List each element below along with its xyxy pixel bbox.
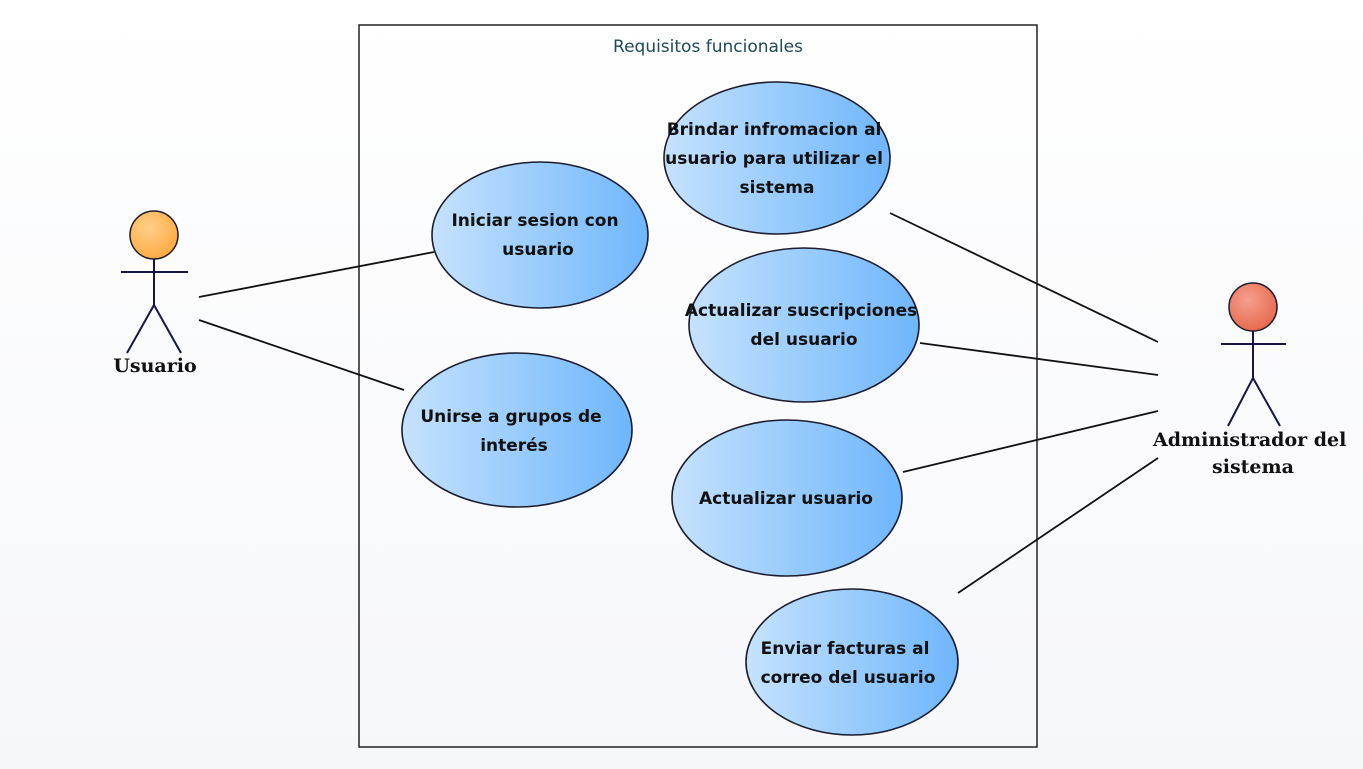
use-case-ellipse xyxy=(401,352,633,508)
system-boundary xyxy=(358,24,1038,748)
use-case-label-line: Enviar facturas al xyxy=(761,639,930,659)
association-usuario-unirse-grupos xyxy=(198,319,405,391)
use-case-label-line: Actualizar usuario xyxy=(699,489,873,509)
use-case-ellipse xyxy=(671,419,903,577)
use-case-label: Brindar infromacion al usuario para util… xyxy=(665,120,889,198)
association-admin-enviar-facturas xyxy=(957,457,1159,594)
use-case-label-line: usuario para utilizar el xyxy=(665,149,883,169)
actor-name-line: sistema xyxy=(1212,456,1294,478)
use-case-label: Actualizar usuario xyxy=(699,489,873,509)
use-case-label-line: interés xyxy=(480,436,548,456)
actor-left-leg xyxy=(126,304,155,354)
boundary-title: Requisitos funcionales xyxy=(613,37,803,57)
actor-right-leg xyxy=(1252,377,1281,427)
actor-name-line: Usuario xyxy=(113,355,196,377)
actor-name: Administrador del sistema xyxy=(1152,429,1353,478)
actor-head xyxy=(129,210,179,260)
actor-name-line: Administrador del xyxy=(1152,429,1346,451)
use-case-label-line: del usuario xyxy=(750,330,857,350)
associations xyxy=(198,212,1159,594)
use-case-brindar-informacion[interactable]: Brindar infromacion al usuario para util… xyxy=(663,81,891,235)
use-case-label-line: usuario xyxy=(502,240,574,260)
use-case-label: Unirse a grupos de interés xyxy=(420,407,607,456)
actor-usuario[interactable]: Usuario xyxy=(113,210,197,377)
use-case-iniciar-sesion[interactable]: Iniciar sesion con usuario xyxy=(431,161,649,309)
actor-administrador[interactable]: Administrador del sistema xyxy=(1152,282,1353,478)
use-case-label-line: Brindar infromacion al xyxy=(667,120,882,140)
actor-name: Usuario xyxy=(113,355,196,377)
use-case-label-line: correo del usuario xyxy=(761,668,936,688)
use-case-ellipse xyxy=(745,588,959,736)
use-case-ellipse xyxy=(431,161,649,309)
actor-head xyxy=(1228,282,1278,332)
use-case-label: Iniciar sesion con usuario xyxy=(451,211,624,260)
use-case-enviar-facturas[interactable]: Enviar facturas al correo del usuario xyxy=(745,588,959,736)
association-admin-brindar-informacion xyxy=(889,212,1159,343)
association-usuario-iniciar-sesion xyxy=(198,251,435,298)
use-case-label-line: Iniciar sesion con xyxy=(451,211,618,231)
association-admin-actualizar-usuario xyxy=(902,410,1159,473)
use-case-ellipse xyxy=(688,247,920,403)
actor-right-leg xyxy=(153,304,182,354)
use-case-actualizar-usuario[interactable]: Actualizar usuario xyxy=(671,419,903,577)
use-case-label: Enviar facturas al correo del usuario xyxy=(761,639,936,688)
use-case-label-line: Unirse a grupos de xyxy=(420,407,601,427)
use-case-actualizar-suscripciones[interactable]: Actualizar suscripciones del usuario xyxy=(685,247,923,403)
actor-left-leg xyxy=(1227,377,1254,427)
use-case-unirse-grupos[interactable]: Unirse a grupos de interés xyxy=(401,352,633,508)
association-admin-actualizar-suscripciones xyxy=(919,342,1159,376)
use-case-label-line: sistema xyxy=(740,178,815,198)
use-case-label: Actualizar suscripciones del usuario xyxy=(685,301,923,350)
use-case-label-line: Actualizar suscripciones xyxy=(685,301,917,321)
use-case-ellipse xyxy=(663,81,891,235)
